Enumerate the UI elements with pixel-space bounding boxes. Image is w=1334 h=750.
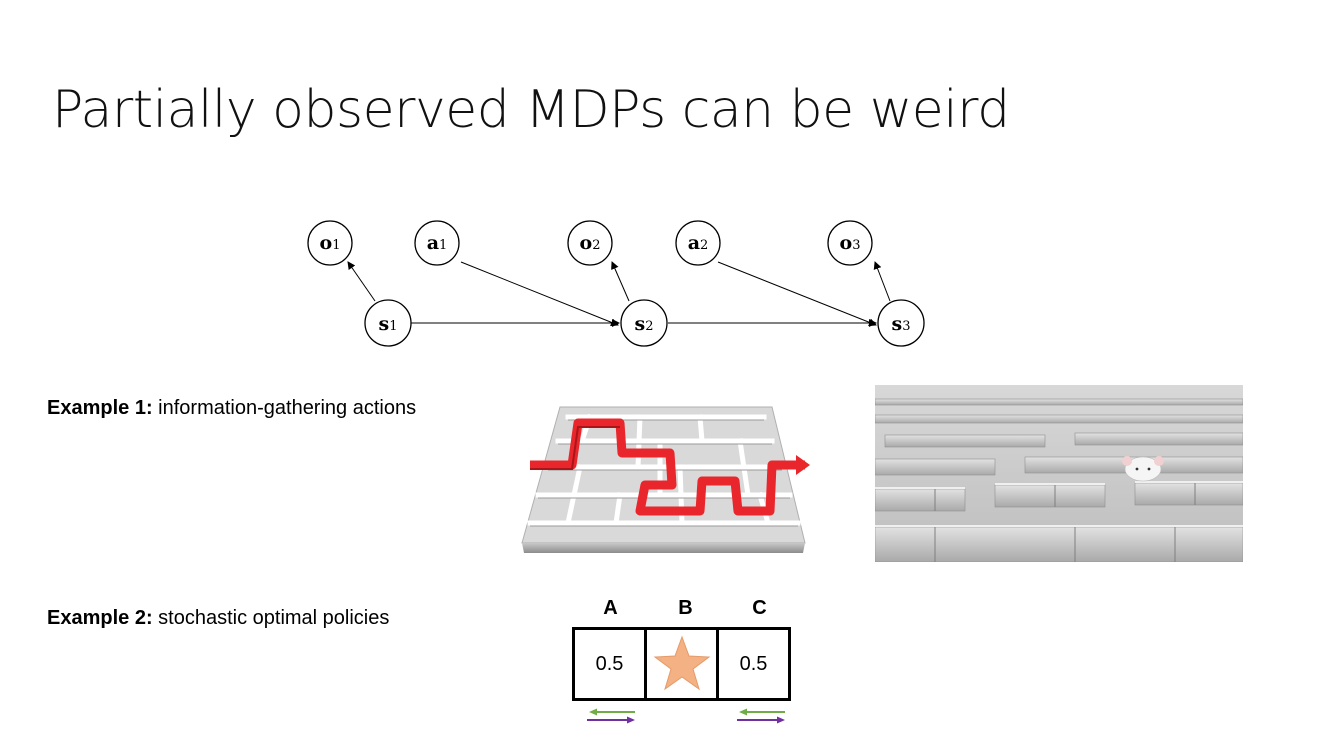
edge-s2-o2 [611, 261, 630, 302]
svg-text:o1: o1 [320, 232, 341, 254]
example-2-caption: Example 2: stochastic optimal policies [47, 607, 389, 630]
svg-text:s3: s3 [892, 313, 911, 335]
svg-text:o3: o3 [840, 232, 861, 254]
svg-text:o2: o2 [580, 232, 601, 254]
slide-title: Partially observed MDPs can be weird [52, 80, 1010, 140]
example-1-caption: Example 1: information-gathering actions [47, 397, 416, 420]
edge-a2-s3 [717, 261, 877, 327]
gridworld-header-a: A [603, 597, 618, 619]
policy-arrows [587, 708, 785, 724]
gridworld-cell-b [644, 627, 719, 701]
gridworld-cell-c: 0.5 [716, 627, 791, 701]
svg-text:a2: a2 [688, 232, 709, 254]
arrow-pair-a [587, 708, 635, 724]
example-1-text: information-gathering actions [152, 397, 417, 419]
mouse-figure [1122, 456, 1164, 482]
gridworld-cell-a: 0.5 [572, 627, 647, 701]
node-o3: o3 [827, 220, 873, 266]
goal-star-icon [653, 635, 710, 691]
edge-a1-s2 [460, 261, 619, 327]
svg-text:s1: s1 [379, 313, 398, 335]
node-s2: s2 [620, 299, 668, 347]
pomdp-graphical-model: o1 a1 o2 a2 o3 s1 s2 s3 [307, 220, 925, 347]
node-s3: s3 [877, 299, 925, 347]
example-1-label: Example 1: [47, 397, 153, 419]
node-o2: o2 [567, 220, 613, 266]
example-2-label: Example 2: [47, 607, 153, 629]
gridworld: 0.5 0.5 [572, 627, 796, 701]
gridworld-header-c: C [752, 597, 767, 619]
edge-s3-o3 [873, 261, 891, 302]
node-o1: o1 [307, 220, 353, 266]
cell-a-value: 0.5 [595, 652, 624, 675]
cell-c-value: 0.5 [739, 652, 768, 675]
edge-s1-o1 [347, 261, 376, 302]
mouse-in-maze-photo [875, 385, 1243, 562]
maze-red-path [530, 418, 805, 516]
example-2-text: stochastic optimal policies [152, 607, 390, 629]
maze-with-red-path-image [521, 406, 810, 553]
node-s1: s1 [364, 299, 412, 347]
arrow-pair-c [737, 708, 785, 724]
node-a1: a1 [414, 220, 460, 266]
node-a2: a2 [675, 220, 721, 266]
gridworld-header-b: B [678, 597, 693, 619]
svg-text:s2: s2 [635, 313, 654, 335]
svg-text:a1: a1 [427, 232, 448, 254]
